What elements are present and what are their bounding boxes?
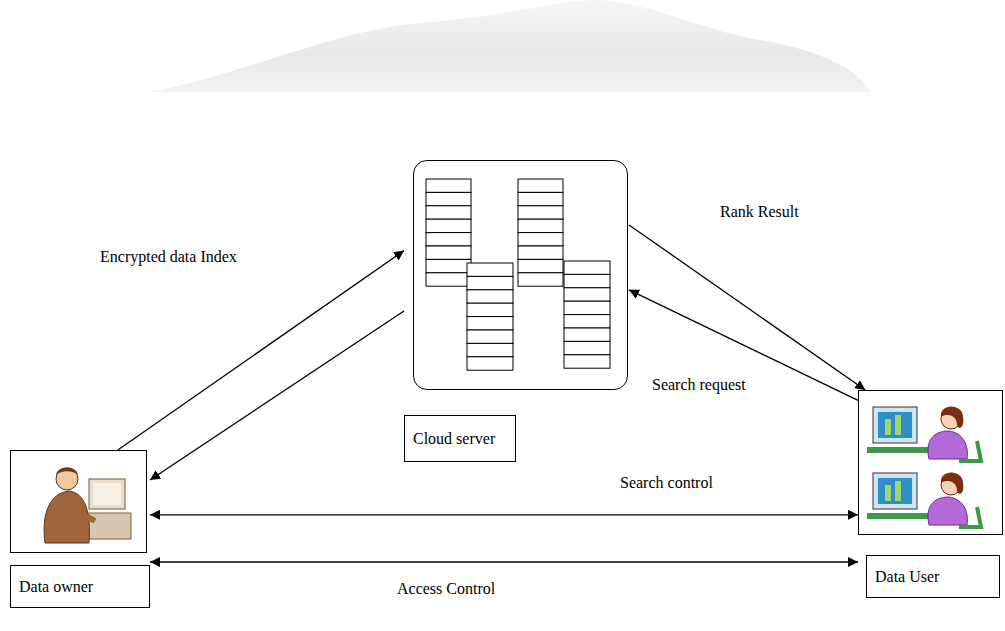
- table-row: [518, 259, 563, 272]
- flow-arrow: [150, 561, 858, 562]
- table-row: [564, 328, 610, 341]
- table-row: [564, 288, 610, 301]
- table-row: [467, 290, 513, 303]
- table-row: [518, 233, 563, 246]
- flow-arrow: [118, 251, 404, 450]
- entity-box: Data User: [858, 390, 1003, 598]
- table-row: [467, 263, 513, 276]
- data-table: [564, 261, 610, 368]
- owner-illustration: [11, 451, 146, 552]
- table-row: [467, 317, 513, 330]
- data-table: [518, 179, 563, 286]
- table-row: [426, 206, 471, 219]
- table-row: [564, 274, 610, 287]
- flow-arrow: [150, 514, 858, 515]
- table-row: [467, 343, 513, 356]
- table-row: [518, 219, 563, 232]
- arrow-label: Rank Result: [718, 203, 801, 221]
- cloud-illustration: [414, 161, 627, 389]
- table-row: [426, 233, 471, 246]
- flow-arrow: [629, 290, 858, 401]
- table-row: [467, 303, 513, 316]
- table-row: [426, 246, 471, 259]
- watermark-smudge: [150, 0, 870, 92]
- table-row: [518, 179, 563, 192]
- entity-name: Data User: [875, 568, 939, 586]
- table-row: [426, 192, 471, 205]
- illustration-frame: [858, 390, 1003, 535]
- entity-name: Cloud server: [413, 430, 495, 448]
- name-box: Data owner: [10, 565, 150, 608]
- entity-box: Cloud server: [404, 160, 629, 462]
- table-row: [564, 315, 610, 328]
- user-figure: [867, 407, 981, 462]
- table-row: [467, 276, 513, 289]
- table-row: [426, 179, 471, 192]
- owner-figure: [44, 468, 131, 544]
- table-row: [467, 330, 513, 343]
- arrow-label: Search request: [650, 376, 748, 394]
- table-row: [467, 357, 513, 370]
- table-row: [426, 259, 471, 272]
- entity-box: Data owner: [10, 450, 150, 608]
- user-illustration: [859, 391, 1002, 534]
- table-row: [564, 261, 610, 274]
- table-row: [426, 219, 471, 232]
- table-row: [564, 301, 610, 314]
- illustration-frame: [10, 450, 147, 553]
- table-row: [518, 246, 563, 259]
- name-box: Data User: [866, 555, 1000, 598]
- data-table: [467, 263, 513, 370]
- table-row: [518, 206, 563, 219]
- user-figure: [867, 473, 981, 528]
- table-row: [518, 192, 563, 205]
- name-box: Cloud server: [404, 415, 516, 462]
- table-row: [564, 355, 610, 368]
- flow-arrow: [150, 311, 404, 480]
- illustration-frame: [413, 160, 628, 390]
- arrow-label: Search control: [618, 474, 715, 492]
- entity-name: Data owner: [19, 578, 93, 596]
- arrow-label: Encrypted data Index: [98, 248, 239, 266]
- table-row: [518, 273, 563, 286]
- table-row: [426, 273, 471, 286]
- table-row: [564, 341, 610, 354]
- arrow-label: Access Control: [395, 580, 497, 598]
- data-table: [426, 179, 471, 286]
